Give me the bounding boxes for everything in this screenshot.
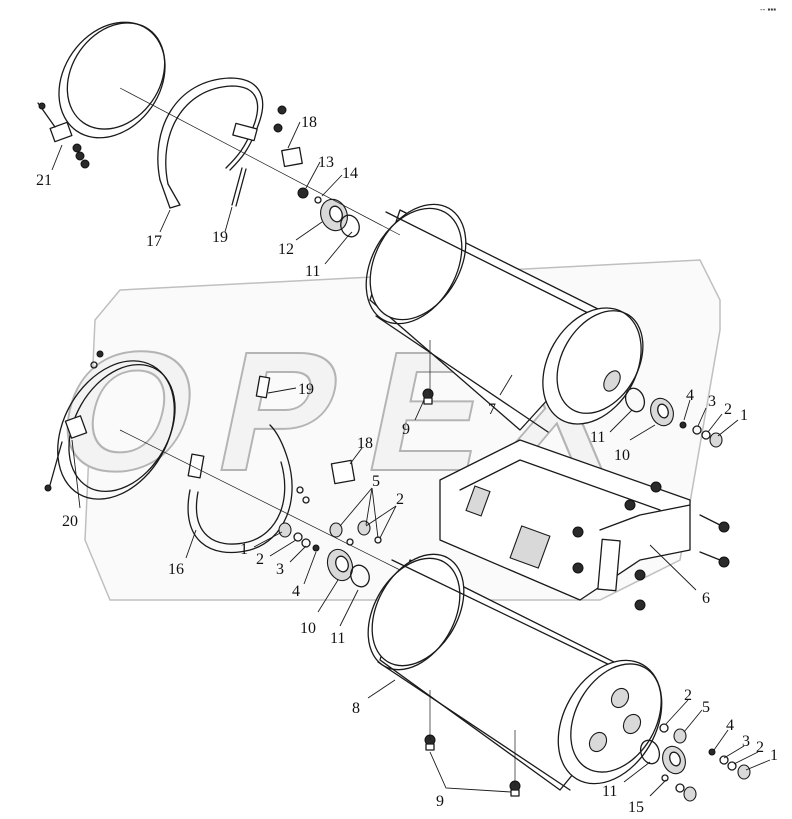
callout-4: 4 (292, 583, 300, 600)
callout-18: 18 (357, 435, 373, 452)
tank-7 (365, 203, 644, 433)
callout-11: 11 (330, 630, 345, 647)
callout-19: 19 (298, 381, 314, 398)
lower-left-fittings (278, 520, 382, 588)
callout-11: 11 (590, 429, 605, 446)
callout-4: 4 (686, 387, 694, 404)
callout-9: 9 (436, 793, 444, 810)
callout-11: 11 (602, 783, 617, 800)
callout-2: 2 (756, 739, 764, 756)
callout-10: 10 (300, 620, 316, 637)
lower-strap-20 (44, 350, 176, 500)
callout-3: 3 (276, 561, 284, 578)
upper-strap-21 (37, 21, 166, 169)
callout-5: 5 (372, 473, 380, 490)
callout-2: 2 (684, 687, 692, 704)
callout-1: 1 (770, 747, 778, 764)
callout-17: 17 (146, 233, 162, 250)
callout-13: 13 (318, 154, 334, 171)
callout-18: 18 (301, 114, 317, 131)
callout-1: 1 (740, 407, 748, 424)
corner-mark: -- ▪▪▪ (760, 5, 776, 14)
callout-10: 10 (614, 447, 630, 464)
tank-7-end-fittings (624, 387, 723, 448)
callout-6: 6 (702, 590, 710, 607)
callout-11: 11 (305, 263, 320, 280)
bracket-6 (439, 439, 730, 611)
callout-3: 3 (742, 733, 750, 750)
assembly-axes (119, 87, 516, 786)
callout-2: 2 (256, 551, 264, 568)
lower-strap-16 (187, 375, 356, 554)
leader-lines (51, 121, 771, 797)
callout-2: 2 (396, 491, 404, 508)
callout-15: 15 (628, 799, 644, 816)
callout-9: 9 (402, 421, 410, 438)
callout-21: 21 (36, 172, 52, 189)
tank-8 (367, 553, 663, 797)
callout-19: 19 (212, 229, 228, 246)
callout-2: 2 (724, 401, 732, 418)
callout-5: 5 (702, 699, 710, 716)
callout-4: 4 (726, 717, 734, 734)
upper-strap-17 (157, 77, 264, 209)
callout-numbers: 21 17 19 18 13 14 12 11 19 9 7 11 4 3 2 … (36, 114, 778, 816)
callout-20: 20 (62, 513, 78, 530)
callout-7: 7 (488, 401, 496, 418)
callout-12: 12 (278, 241, 294, 258)
callout-1: 1 (240, 541, 248, 558)
callout-16: 16 (168, 561, 184, 578)
callout-8: 8 (352, 700, 360, 717)
callout-14: 14 (342, 165, 358, 182)
tank-8-end-fittings (639, 723, 751, 802)
upper-small-parts (231, 105, 360, 238)
callout-3: 3 (708, 393, 716, 410)
